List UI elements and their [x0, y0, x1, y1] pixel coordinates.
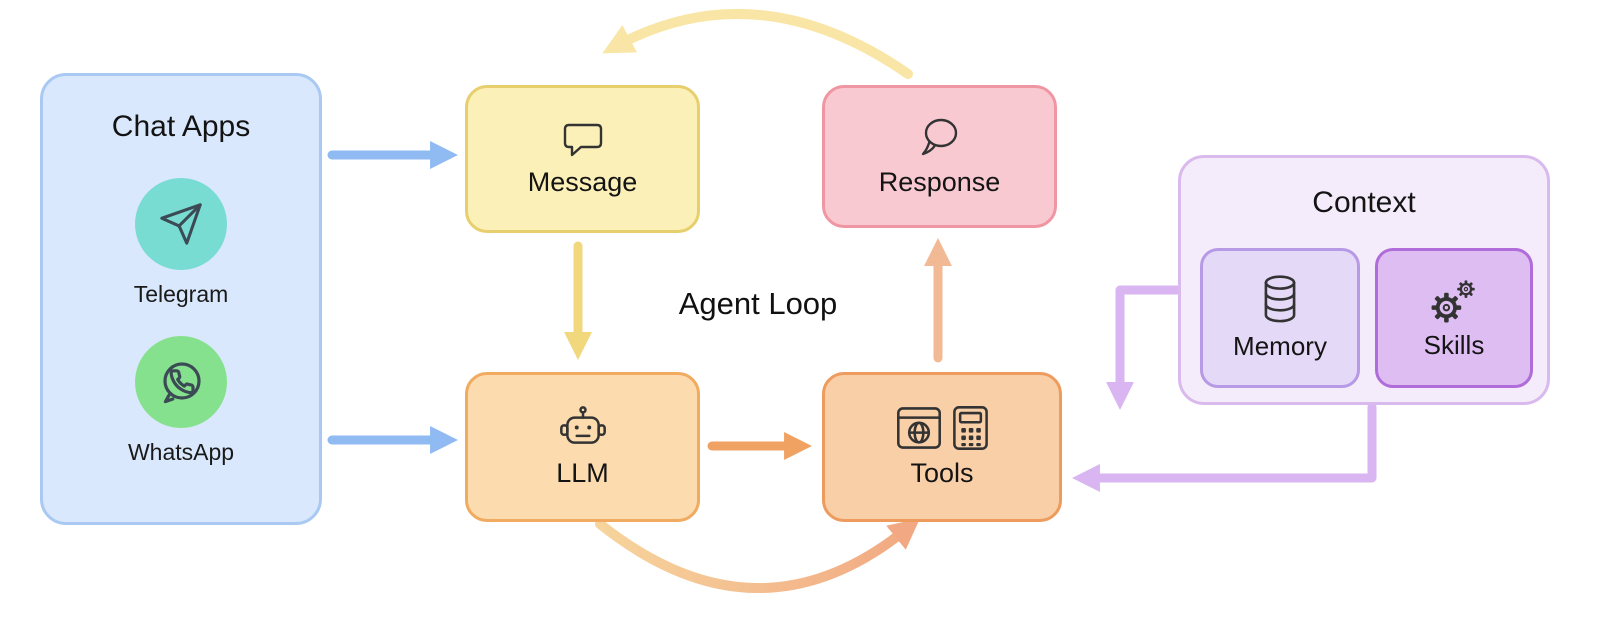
robot-icon [558, 405, 608, 451]
message-node: Message [465, 85, 700, 233]
response-node: Response [822, 85, 1057, 228]
speech-bubble-round-icon [917, 116, 963, 160]
telegram-label: Telegram [133, 281, 229, 307]
chat-apps-group: Chat Apps Telegram WhatsApp [40, 73, 322, 525]
arrow-context-to-tools-left [1072, 402, 1377, 492]
arrow-llm-to-tools-curve [595, 518, 921, 593]
context-group: Context Memory [1178, 155, 1550, 405]
arrow-response-to-message-curve [602, 8, 913, 79]
chat-apps-title: Chat Apps [111, 110, 251, 143]
llm-label: LLM [556, 458, 609, 488]
skills-label: Skills [1423, 330, 1485, 360]
tools-icons [896, 405, 989, 451]
calculator-icon [952, 405, 989, 451]
memory-label: Memory [1233, 331, 1327, 361]
database-icon [1258, 274, 1302, 326]
arrow-context-to-tools-down [1106, 285, 1185, 410]
whatsapp-label: WhatsApp [127, 439, 235, 465]
agent-loop-title: Agent Loop [678, 286, 838, 321]
memory-node: Memory [1200, 248, 1360, 388]
tools-node: Tools [822, 372, 1062, 522]
speech-bubble-square-icon [561, 120, 605, 160]
browser-globe-icon [896, 405, 942, 451]
message-label: Message [527, 167, 638, 197]
response-label: Response [878, 166, 1001, 197]
gears-icon [1427, 275, 1481, 325]
telegram-icon [135, 178, 227, 270]
whatsapp-icon [135, 336, 227, 428]
tools-label: Tools [910, 458, 974, 488]
skills-node: Skills [1375, 248, 1533, 388]
context-title: Context [1312, 186, 1416, 219]
llm-node: LLM [465, 372, 700, 522]
